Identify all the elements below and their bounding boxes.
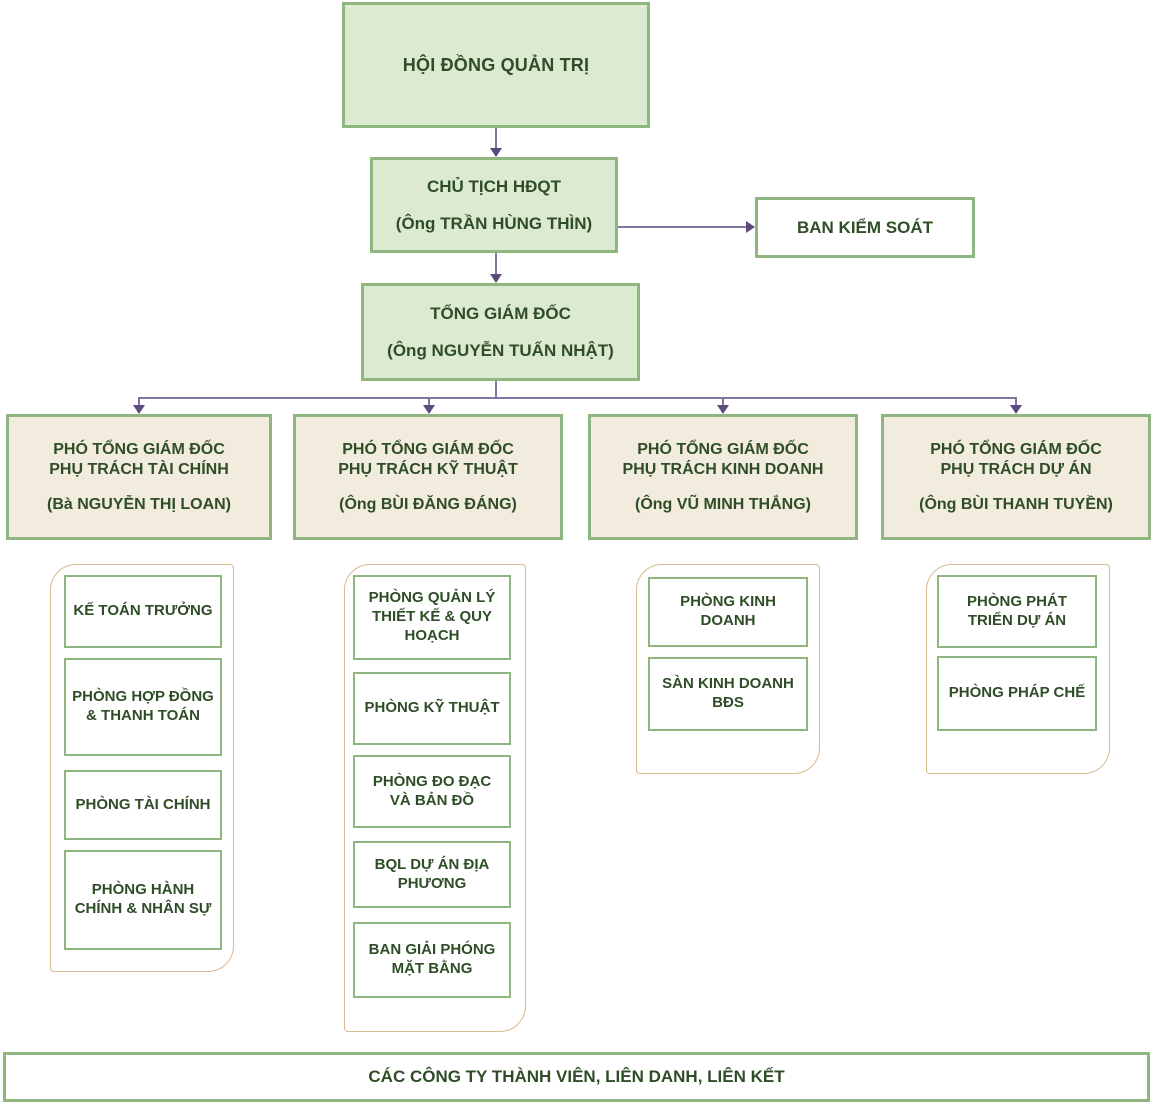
- dept-box: PHÒNG KINH DOANH: [648, 577, 808, 647]
- footer-title: CÁC CÔNG TY THÀNH VIÊN, LIÊN DANH, LIÊN …: [368, 1067, 785, 1086]
- connector-line: [495, 253, 497, 276]
- dept-box: KẾ TOÁN TRƯỞNG: [64, 575, 222, 648]
- dept-box: SÀN KINH DOANH BĐS: [648, 657, 808, 731]
- chairman-title: CHỦ TỊCH HĐQT: [426, 176, 562, 196]
- deputy-title: PHỤ TRÁCH DỰ ÁN: [940, 460, 1092, 478]
- dept-box: PHÒNG KỸ THUẬT: [353, 672, 511, 745]
- connector-line: [495, 128, 497, 150]
- deputy-name: (Bà NGUYỄN THỊ LOAN): [47, 495, 231, 513]
- ceo-title: TỔNG GIÁM ĐỐC: [430, 303, 571, 323]
- connector-arrow-down-icon: [423, 405, 435, 414]
- dept-box: PHÒNG HÀNH CHÍNH & NHÂN SỰ: [64, 850, 222, 950]
- deputy-title: PHÓ TỔNG GIÁM ĐỐC: [53, 440, 225, 458]
- deputy-box-finance: PHÓ TỔNG GIÁM ĐỐC PHỤ TRÁCH TÀI CHÍNH (B…: [6, 414, 272, 540]
- deputy-title: PHỤ TRÁCH TÀI CHÍNH: [49, 460, 229, 478]
- connector-line: [428, 397, 430, 406]
- dept-box: PHÒNG ĐO ĐẠC VÀ BẢN ĐỒ: [353, 755, 511, 828]
- deputy-title: PHÓ TỔNG GIÁM ĐỐC: [930, 440, 1102, 458]
- supervisory-box: BAN KIỂM SOÁT: [755, 197, 975, 258]
- connector-arrow-down-icon: [717, 405, 729, 414]
- chairman-box: CHỦ TỊCH HĐQT (Ông TRẦN HÙNG THÌN): [370, 157, 618, 253]
- connector-line: [722, 397, 724, 406]
- dept-box: PHÒNG TÀI CHÍNH: [64, 770, 222, 840]
- connector-line: [495, 381, 497, 398]
- connector-arrow-down-icon: [1010, 405, 1022, 414]
- deputy-box-technical: PHÓ TỔNG GIÁM ĐỐC PHỤ TRÁCH KỸ THUẬT (Ôn…: [293, 414, 563, 540]
- deputy-title: PHÓ TỔNG GIÁM ĐỐC: [637, 440, 809, 458]
- connector-line: [618, 226, 746, 228]
- board-box: HỘI ĐỒNG QUẢN TRỊ: [342, 2, 650, 128]
- deputy-title: PHÓ TỔNG GIÁM ĐỐC: [342, 440, 514, 458]
- deputy-name: (Ông VŨ MINH THẮNG): [635, 495, 811, 513]
- dept-box: PHÒNG PHÁT TRIỂN DỰ ÁN: [937, 575, 1097, 648]
- footer-bar: CÁC CÔNG TY THÀNH VIÊN, LIÊN DANH, LIÊN …: [3, 1052, 1150, 1102]
- deputy-name: (Ông BÙI THANH TUYỀN): [919, 495, 1113, 513]
- connector-line: [1015, 397, 1017, 406]
- chairman-name: (Ông TRẦN HÙNG THÌN): [395, 214, 593, 233]
- connector-line: [138, 397, 140, 406]
- deputy-name: (Ông BÙI ĐĂNG ĐÁNG): [339, 495, 517, 513]
- connector-arrow-down-icon: [490, 148, 502, 157]
- board-title: HỘI ĐỒNG QUẢN TRỊ: [402, 54, 590, 75]
- ceo-box: TỔNG GIÁM ĐỐC (Ông NGUYỄN TUẤN NHẬT): [361, 283, 640, 381]
- dept-box: PHÒNG HỢP ĐỒNG & THANH TOÁN: [64, 658, 222, 756]
- connector-arrow-down-icon: [490, 274, 502, 283]
- deputy-title: PHỤ TRÁCH KỸ THUẬT: [338, 460, 518, 478]
- connector-line: [138, 397, 1017, 399]
- dept-box: PHÒNG QUẢN LÝ THIẾT KẾ & QUY HOẠCH: [353, 575, 511, 660]
- ceo-name: (Ông NGUYỄN TUẤN NHẬT): [387, 341, 614, 360]
- deputy-box-business: PHÓ TỔNG GIÁM ĐỐC PHỤ TRÁCH KINH DOANH (…: [588, 414, 858, 540]
- dept-box: PHÒNG PHÁP CHẾ: [937, 656, 1097, 731]
- deputy-title: PHỤ TRÁCH KINH DOANH: [622, 460, 824, 478]
- dept-box: BAN GIẢI PHÓNG MẶT BẰNG: [353, 922, 511, 998]
- dept-box: BQL DỰ ÁN ĐỊA PHƯƠNG: [353, 841, 511, 908]
- deputy-box-projects: PHÓ TỔNG GIÁM ĐỐC PHỤ TRÁCH DỰ ÁN (Ông B…: [881, 414, 1151, 540]
- supervisory-title: BAN KIỂM SOÁT: [797, 217, 933, 237]
- connector-arrow-down-icon: [133, 405, 145, 414]
- connector-arrow-right-icon: [746, 221, 755, 233]
